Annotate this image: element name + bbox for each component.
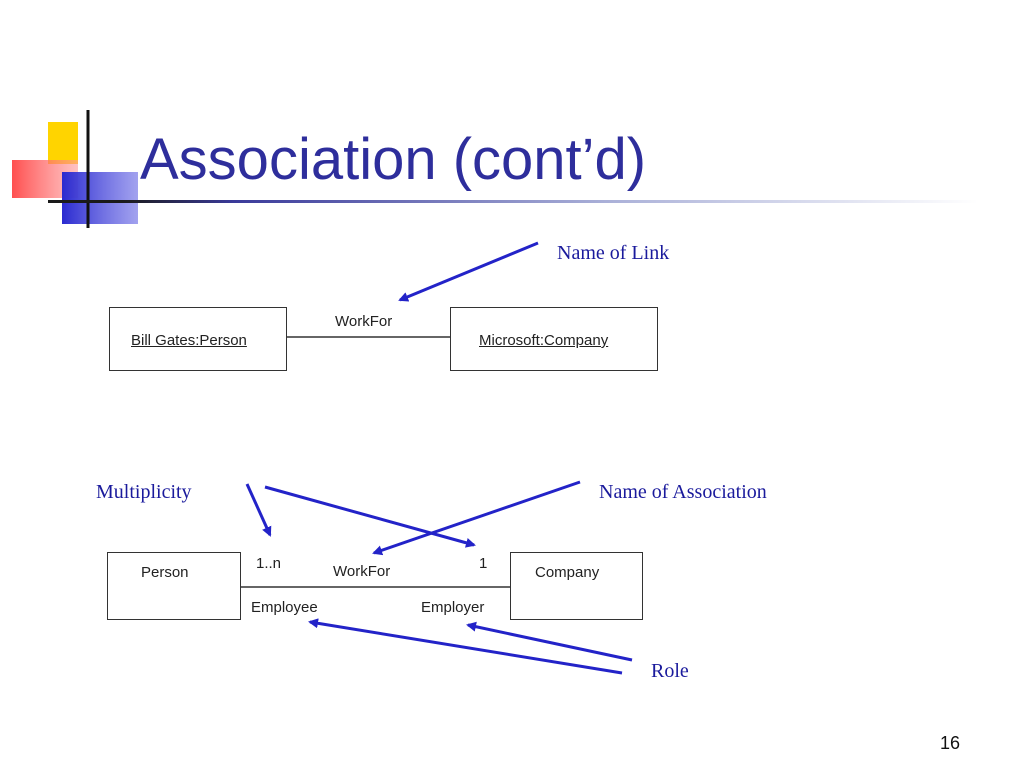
- role-label: Role: [651, 660, 689, 682]
- name-of-association-label: Name of Association: [599, 481, 767, 503]
- association-name: WorkFor: [333, 563, 391, 580]
- right-multiplicity: 1: [479, 555, 488, 572]
- arrow-multiplicity-left: [245, 483, 272, 537]
- link-name: WorkFor: [335, 313, 393, 330]
- page-number: 16: [940, 733, 961, 753]
- left-object-name: Bill Gates:Person: [131, 332, 247, 349]
- class-box-company: Company: [510, 552, 643, 620]
- arrow-role-right: [466, 621, 633, 662]
- title-underline: [48, 200, 978, 203]
- arrow-multiplicity-right: [264, 485, 476, 548]
- right-role: Employer: [421, 599, 485, 616]
- left-class-name: Person: [141, 564, 189, 581]
- slide-logo-decoration: [12, 110, 138, 228]
- object-box-right: Microsoft:Company: [450, 307, 658, 371]
- multiplicity-label: Multiplicity: [96, 481, 192, 503]
- right-class-name: Company: [535, 564, 600, 581]
- arrow-role-left: [308, 618, 623, 675]
- right-object-name: Microsoft:Company: [479, 332, 609, 349]
- object-box-left: Bill Gates:Person: [109, 307, 287, 371]
- arrow-name-of-association: [372, 480, 581, 556]
- left-role: Employee: [251, 599, 318, 616]
- name-of-link-label: Name of Link: [557, 242, 670, 264]
- arrow-name-of-link: [398, 241, 539, 302]
- left-multiplicity: 1..n: [256, 555, 282, 572]
- class-box-person: Person: [107, 552, 241, 620]
- slide-title: Association (cont’d): [140, 127, 647, 192]
